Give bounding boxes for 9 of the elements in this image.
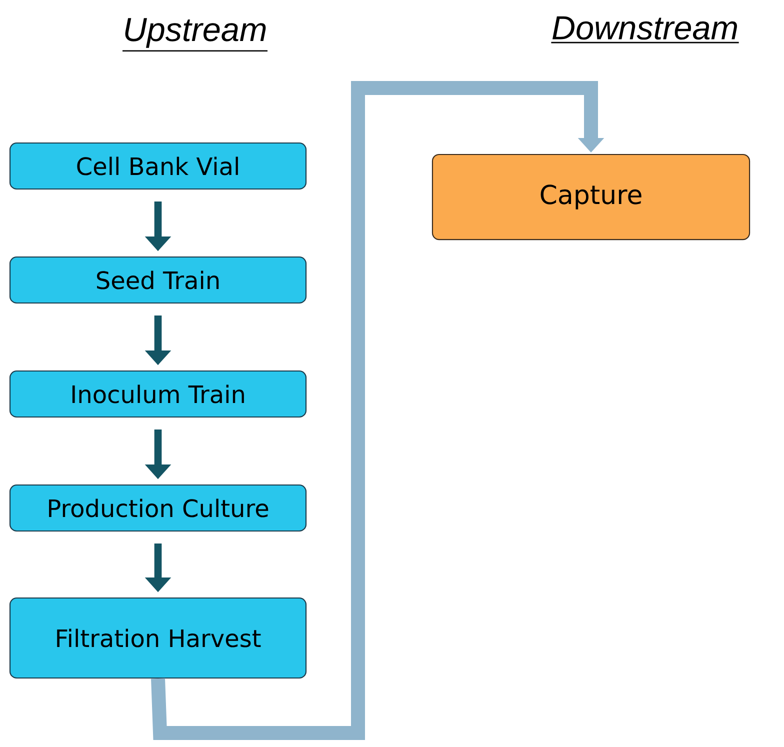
section-heading: Downstream [551,16,739,44]
arrow [151,81,604,740]
process-box: Filtration Harvest [9,597,307,679]
process-box: Production Culture [9,484,307,532]
section-heading: Upstream [122,18,268,52]
process-box: Seed Train [9,256,307,304]
process-box: Cell Bank Vial [9,142,307,190]
process-box: Capture [432,154,750,240]
process-box: Inoculum Train [9,370,307,418]
